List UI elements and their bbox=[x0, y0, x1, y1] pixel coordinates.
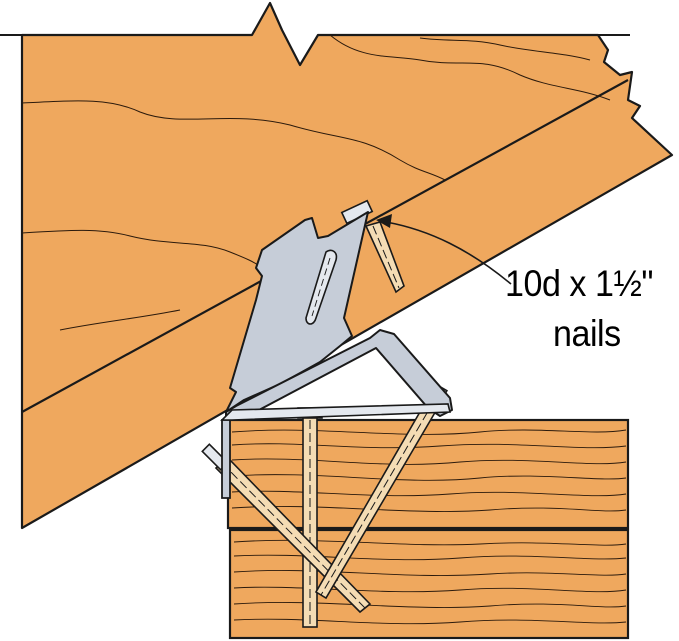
nail-spec-label-line1: 10d x 1½" bbox=[505, 263, 654, 304]
rafter-nail bbox=[340, 199, 405, 294]
leader-arrowhead bbox=[376, 214, 392, 228]
rafter-grain-4 bbox=[419, 37, 591, 61]
plate-grain bbox=[231, 429, 627, 625]
connector-top-flange bbox=[220, 403, 452, 421]
rafter-grain-2 bbox=[329, 34, 611, 101]
connector-side-flange bbox=[221, 419, 231, 499]
hurricane-tie-connector bbox=[220, 211, 453, 499]
rafter-grain-1 bbox=[21, 100, 446, 181]
rafter-grain-5 bbox=[59, 309, 181, 331]
rafter-grain-3 bbox=[21, 229, 263, 269]
leader-line bbox=[385, 221, 512, 285]
nail-spec-label-line2: nails bbox=[553, 313, 621, 354]
callout-leader bbox=[376, 214, 512, 285]
connector-slot bbox=[305, 249, 338, 325]
